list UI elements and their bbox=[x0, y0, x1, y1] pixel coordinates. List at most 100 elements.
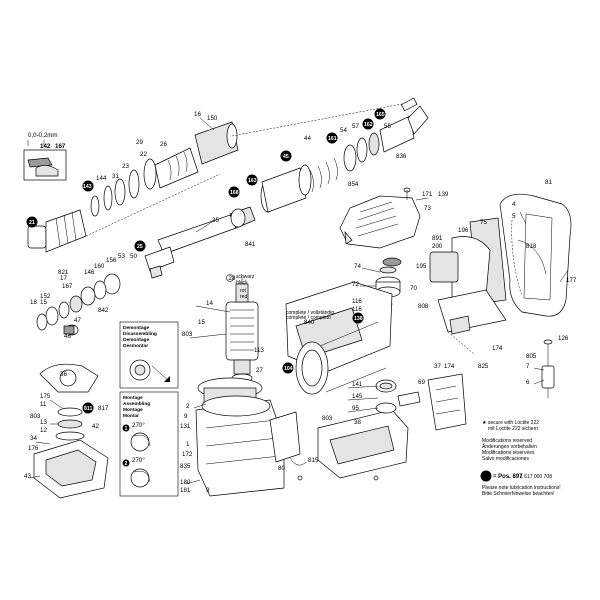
part-labels: 16 150 29 26 22 23 31 144 35 53 50 821 1… bbox=[24, 111, 577, 494]
part-label: 9 bbox=[206, 487, 210, 494]
part-label: 47 bbox=[74, 317, 81, 324]
lubrication-markers: 143 21 25 45 161 162 165 168 163 138 104… bbox=[26, 108, 386, 414]
part-label: 72 bbox=[352, 281, 359, 288]
tolerance-text: 0,0-0,2mm bbox=[28, 132, 58, 139]
part-label: 160 bbox=[94, 263, 105, 270]
part-label: 95 bbox=[352, 405, 359, 412]
lube-marker: 168 bbox=[230, 190, 239, 196]
part-label: 15 bbox=[198, 319, 205, 326]
gear-housing bbox=[339, 187, 421, 249]
loctite-note-2: mit Loctite 222 sichern bbox=[488, 426, 538, 432]
demontage-line-3: Demontage bbox=[123, 337, 149, 343]
part-label: 126 bbox=[558, 335, 569, 342]
wire-red: red bbox=[240, 294, 247, 300]
side-cover bbox=[375, 373, 467, 431]
part-label: 195 bbox=[416, 263, 427, 270]
lube-marker: 104 bbox=[284, 366, 293, 372]
demontage-box: Demontage Disassembling Demontage Desmon… bbox=[119, 321, 179, 389]
part-label: 80 bbox=[278, 465, 285, 472]
montage-step-2-angle: 270° bbox=[132, 457, 145, 464]
gear-set-left bbox=[33, 363, 109, 499]
part-label: 156 bbox=[106, 257, 117, 264]
part-label: 196 bbox=[458, 227, 469, 234]
part-label: 803 bbox=[30, 413, 41, 420]
part-label: 23 bbox=[122, 163, 129, 170]
part-label: 15 bbox=[40, 299, 47, 306]
part-label: 17 bbox=[60, 275, 67, 282]
part-label: 2 bbox=[186, 403, 190, 410]
demontage-line-2: Disassembling bbox=[123, 331, 157, 337]
wire-rot: rot bbox=[240, 288, 246, 294]
lube-marker: 811 bbox=[84, 406, 92, 412]
mods-note-3: Modifications réservées bbox=[482, 450, 535, 456]
part-label: 145 bbox=[352, 393, 363, 400]
part-label: 172 bbox=[182, 451, 193, 458]
part-label: 200 bbox=[432, 243, 443, 250]
stator-housing bbox=[195, 377, 285, 497]
part-label: 835 bbox=[180, 463, 191, 470]
part-label: 891 bbox=[432, 235, 443, 242]
hammer-mechanism bbox=[231, 97, 429, 213]
part-label: 27 bbox=[256, 367, 263, 374]
part-label: 12 bbox=[40, 427, 47, 434]
part-label: 176 bbox=[28, 445, 39, 452]
part-label: 174 bbox=[444, 363, 455, 370]
part-label: 181 bbox=[180, 487, 191, 494]
wire-schwarz: schwarz bbox=[236, 274, 255, 280]
lube-marker: 143 bbox=[83, 184, 92, 190]
part-label: 146 bbox=[84, 269, 95, 276]
part-label: 18 bbox=[30, 299, 37, 306]
part-label: 9 bbox=[184, 413, 188, 420]
part-label: 34 bbox=[30, 435, 37, 442]
montage-step-2: 2 bbox=[125, 461, 128, 467]
part-label: 81 bbox=[545, 179, 552, 186]
armature bbox=[225, 276, 259, 383]
part-label: 803 bbox=[182, 331, 193, 338]
notes-block: ★ secure with Loctite 222 mit Loctite 22… bbox=[480, 420, 561, 497]
part-label: 808 bbox=[418, 303, 429, 310]
base-plate bbox=[317, 409, 409, 481]
part-label: 36 bbox=[60, 371, 67, 378]
lube-marker: 165 bbox=[376, 112, 385, 118]
part-label: 139 bbox=[438, 191, 449, 198]
part-label: 22 bbox=[140, 151, 147, 158]
ring-stack-left bbox=[36, 273, 121, 336]
lube-marker: 161 bbox=[328, 136, 337, 142]
terminal-board bbox=[269, 411, 307, 481]
lube-note-2: Bitte Schmierhinweise beachten! bbox=[482, 491, 555, 497]
part-label: 43 bbox=[24, 473, 31, 480]
mods-note-1: Modifications reserved bbox=[482, 438, 532, 444]
part-label: 26 bbox=[160, 141, 167, 148]
part-label: 842 bbox=[98, 307, 109, 314]
part-label: 37 bbox=[434, 363, 441, 370]
callout-x: 28 bbox=[229, 275, 236, 282]
tolerance-part-b: 167 bbox=[55, 143, 66, 150]
part-label: 69 bbox=[418, 379, 425, 386]
motor-housing bbox=[285, 281, 393, 395]
part-label: 44 bbox=[304, 135, 311, 142]
part-label: 150 bbox=[207, 115, 218, 122]
montage-box: Montage Assembling Montage Montar 1 270°… bbox=[119, 391, 179, 497]
wire-black: black bbox=[236, 280, 248, 286]
part-label: 836 bbox=[396, 153, 407, 160]
leader-lines bbox=[29, 117, 569, 485]
part-label: 171 bbox=[422, 191, 433, 198]
part-label: 175 bbox=[40, 393, 51, 400]
lube-marker: 163 bbox=[248, 178, 257, 184]
part-label: 815 bbox=[308, 457, 319, 464]
part-label: 854 bbox=[348, 181, 359, 188]
part-label: 821 bbox=[58, 269, 69, 276]
lube-note-1: Please note lubrication instructions! bbox=[482, 485, 561, 491]
part-label: 113 bbox=[254, 347, 264, 354]
part-label: 177 bbox=[566, 277, 577, 284]
loctite-note-1: ★ secure with Loctite 222 bbox=[482, 420, 539, 426]
part-label: 35 bbox=[212, 217, 219, 224]
part-label: 818 bbox=[526, 243, 537, 250]
part-label: 14 bbox=[206, 300, 213, 307]
part-label: 805 bbox=[526, 353, 537, 360]
part-label: 16 bbox=[194, 111, 201, 118]
montage-step-1: 1 bbox=[125, 426, 128, 432]
part-label: 131 bbox=[180, 423, 191, 430]
part-label: 53 bbox=[118, 253, 125, 260]
